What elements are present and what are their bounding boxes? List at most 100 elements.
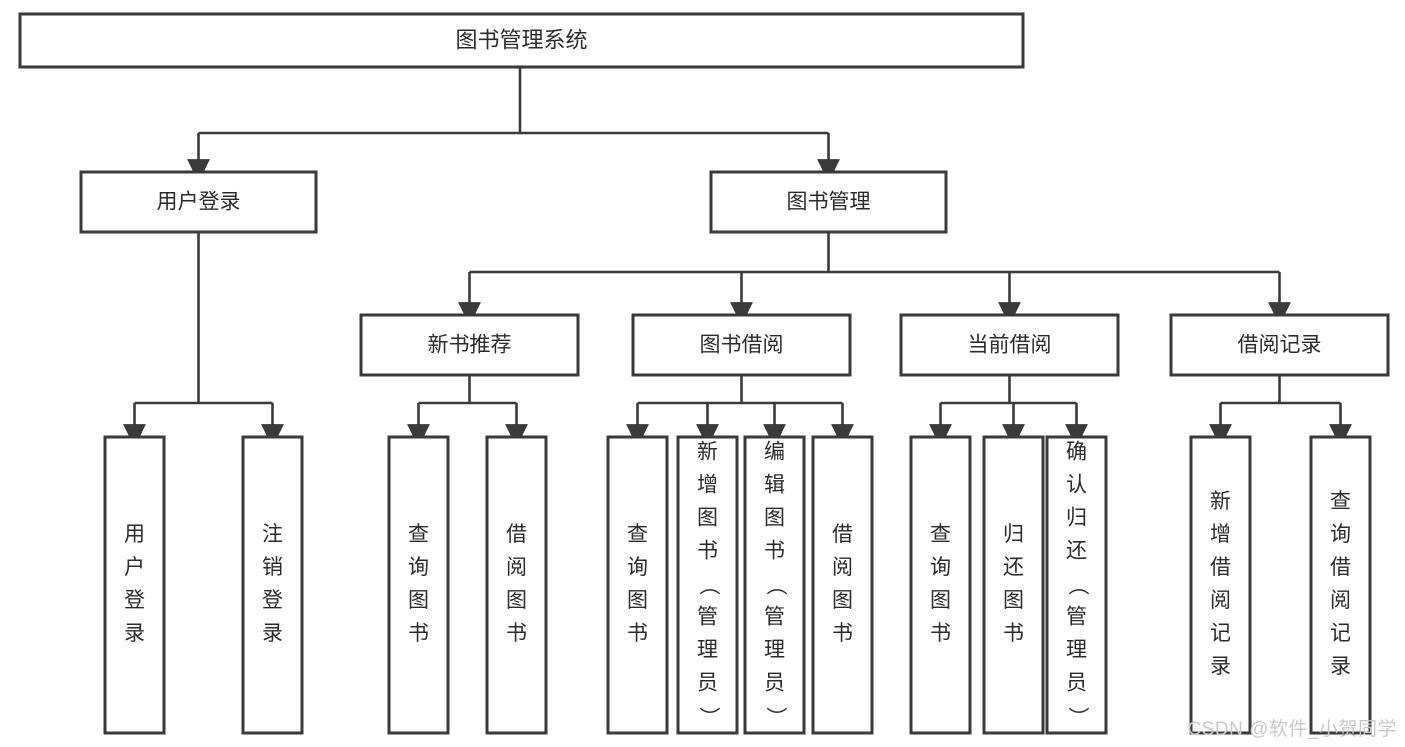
svg-text:询: 询 [930,556,951,579]
svg-text:确: 确 [1066,441,1087,464]
svg-text:户: 户 [124,556,145,579]
svg-text:用: 用 [124,523,145,546]
svg-text:书: 书 [930,622,951,645]
nodes-layer: 图书管理系统用户登录图书管理新书推荐图书借阅当前借阅借阅记录用户登录注销登录查询… [18,12,1390,735]
svg-text:图: 图 [627,589,648,612]
svg-text:借: 借 [832,523,853,546]
svg-text:阅: 阅 [832,556,853,579]
svg-text:新: 新 [697,441,718,464]
svg-text:借: 借 [1210,556,1231,579]
node-box [606,435,669,735]
node-box [485,435,548,735]
node-new-book-recommend[interactable]: 新书推荐 [359,313,580,377]
svg-text:图: 图 [832,589,853,612]
svg-text:录: 录 [262,622,283,645]
svg-text:录: 录 [1210,655,1231,678]
node-leaf-user-login[interactable]: 用户登录 [103,435,166,735]
svg-text:）: ） [764,707,787,728]
node-box [982,435,1045,735]
svg-text:记: 记 [1330,622,1351,645]
svg-text:（: （ [1066,575,1089,596]
node-book-borrow[interactable]: 图书借阅 [631,313,852,377]
node-box [743,435,806,735]
svg-text:员: 员 [697,672,718,695]
node-label: 新书推荐 [428,334,512,357]
svg-text:书: 书 [627,622,648,645]
node-label: 用户登录 [157,191,241,214]
svg-text:（: （ [764,575,787,596]
node-box [899,313,1120,377]
node-label: 图书借阅 [700,334,784,357]
svg-text:管: 管 [697,606,718,629]
node-borrow-record[interactable]: 借阅记录 [1169,313,1390,377]
svg-text:增: 增 [697,474,718,497]
svg-text:员: 员 [764,672,785,695]
svg-text:记: 记 [1210,622,1231,645]
node-box [1169,313,1390,377]
svg-text:图: 图 [764,507,785,530]
svg-text:图: 图 [1003,589,1024,612]
svg-text:询: 询 [627,556,648,579]
svg-text:）: ） [697,707,720,728]
svg-text:注: 注 [262,523,283,546]
svg-text:阅: 阅 [1330,589,1351,612]
svg-text:录: 录 [1330,655,1351,678]
node-box [811,435,874,735]
node-box [709,170,948,234]
svg-text:阅: 阅 [1210,589,1231,612]
node-user-login[interactable]: 用户登录 [79,170,318,234]
node-box [1045,435,1108,735]
node-label-vertical: 用户登录 [124,523,145,645]
svg-text:）: ） [1066,707,1089,728]
node-box [676,435,739,735]
node-box [18,12,1025,69]
node-label: 当前借阅 [968,334,1052,357]
node-box [241,435,304,735]
node-book-manage[interactable]: 图书管理 [709,170,948,234]
svg-text:编: 编 [764,441,785,464]
svg-text:还: 还 [1003,556,1024,579]
svg-text:新: 新 [1210,490,1231,513]
node-box [359,313,580,377]
node-box [103,435,166,735]
svg-text:借: 借 [1330,556,1351,579]
node-current-borrow[interactable]: 当前借阅 [899,313,1120,377]
svg-text:书: 书 [506,622,527,645]
svg-text:归: 归 [1066,507,1087,530]
node-label: 图书管理 [787,191,871,214]
svg-text:阅: 阅 [506,556,527,579]
svg-text:（: （ [697,575,720,596]
svg-text:书: 书 [764,540,785,563]
node-box [631,313,852,377]
node-box [387,435,450,735]
watermark-text: CSDN @软件_小贺同学 [1187,719,1397,740]
svg-text:登: 登 [262,589,283,612]
node-root[interactable]: 图书管理系统 [18,12,1025,69]
svg-text:查: 查 [408,523,429,546]
edges-layer [123,67,1352,448]
svg-text:询: 询 [408,556,429,579]
